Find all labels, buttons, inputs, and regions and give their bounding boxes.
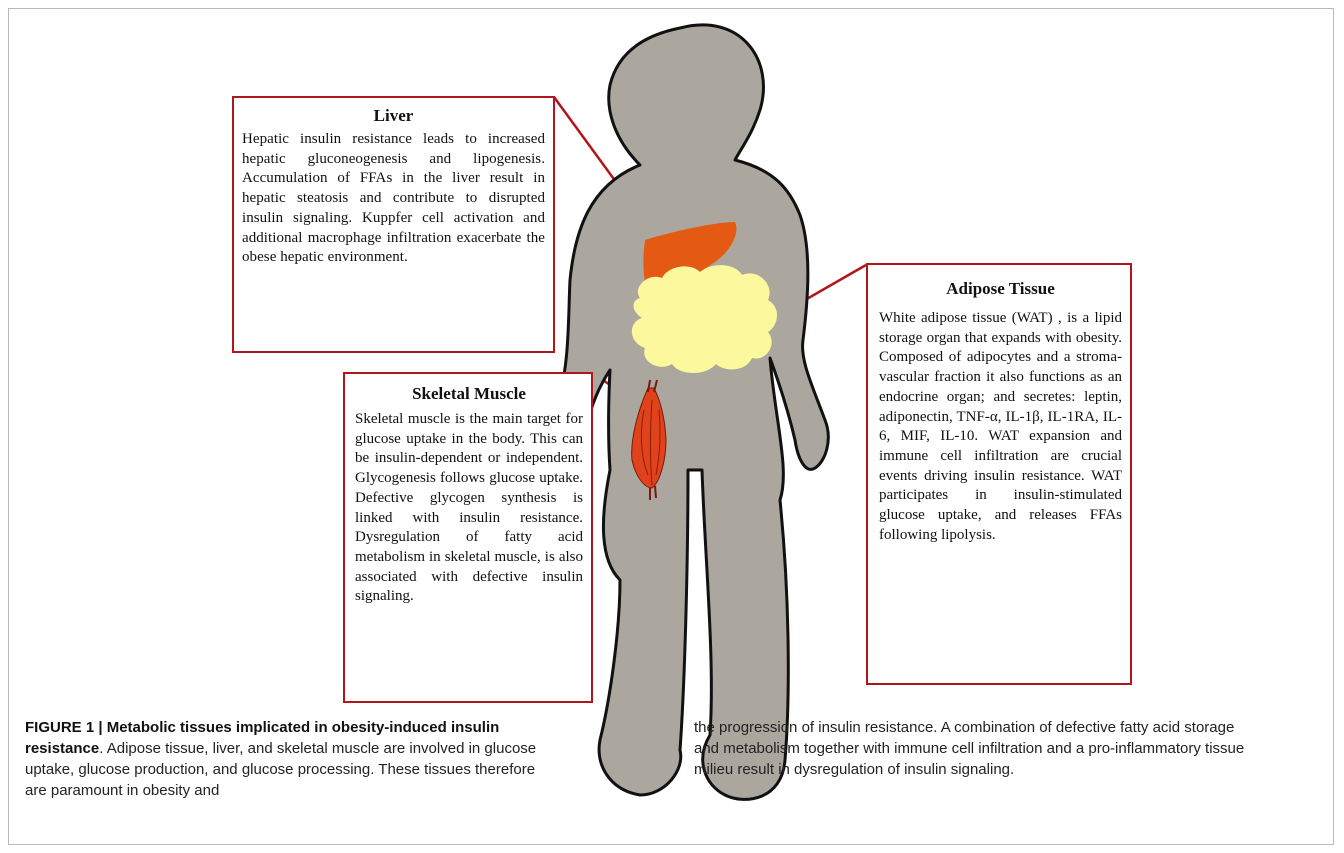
figure-caption-text-left: . Adipose tissue, liver, and skeletal mu…	[25, 740, 536, 799]
adipose-organ	[632, 265, 777, 373]
adipose-tissue-info-box: Adipose Tissue White adipose tissue (WAT…	[866, 263, 1132, 685]
liver-info-box: Liver Hepatic insulin resistance leads t…	[232, 96, 555, 353]
skeletal-muscle-title: Skeletal Muscle	[355, 384, 583, 404]
skeletal-muscle-info-box: Skeletal Muscle Skeletal muscle is the m…	[343, 372, 593, 703]
figure-caption-right: the progression of insulin resistance. A…	[694, 717, 1254, 780]
liver-title: Liver	[242, 106, 545, 126]
figure-caption-left: FIGURE 1 | Metabolic tissues implicated …	[25, 717, 545, 801]
figure-caption-text-right: the progression of insulin resistance. A…	[694, 719, 1244, 778]
skeletal-muscle-description: Skeletal muscle is the main target for g…	[355, 410, 583, 607]
adipose-tissue-title: Adipose Tissue	[879, 279, 1122, 299]
liver-description: Hepatic insulin resistance leads to incr…	[242, 130, 545, 268]
adipose-tissue-description: White adipose tissue (WAT) , is a lipid …	[879, 309, 1122, 545]
